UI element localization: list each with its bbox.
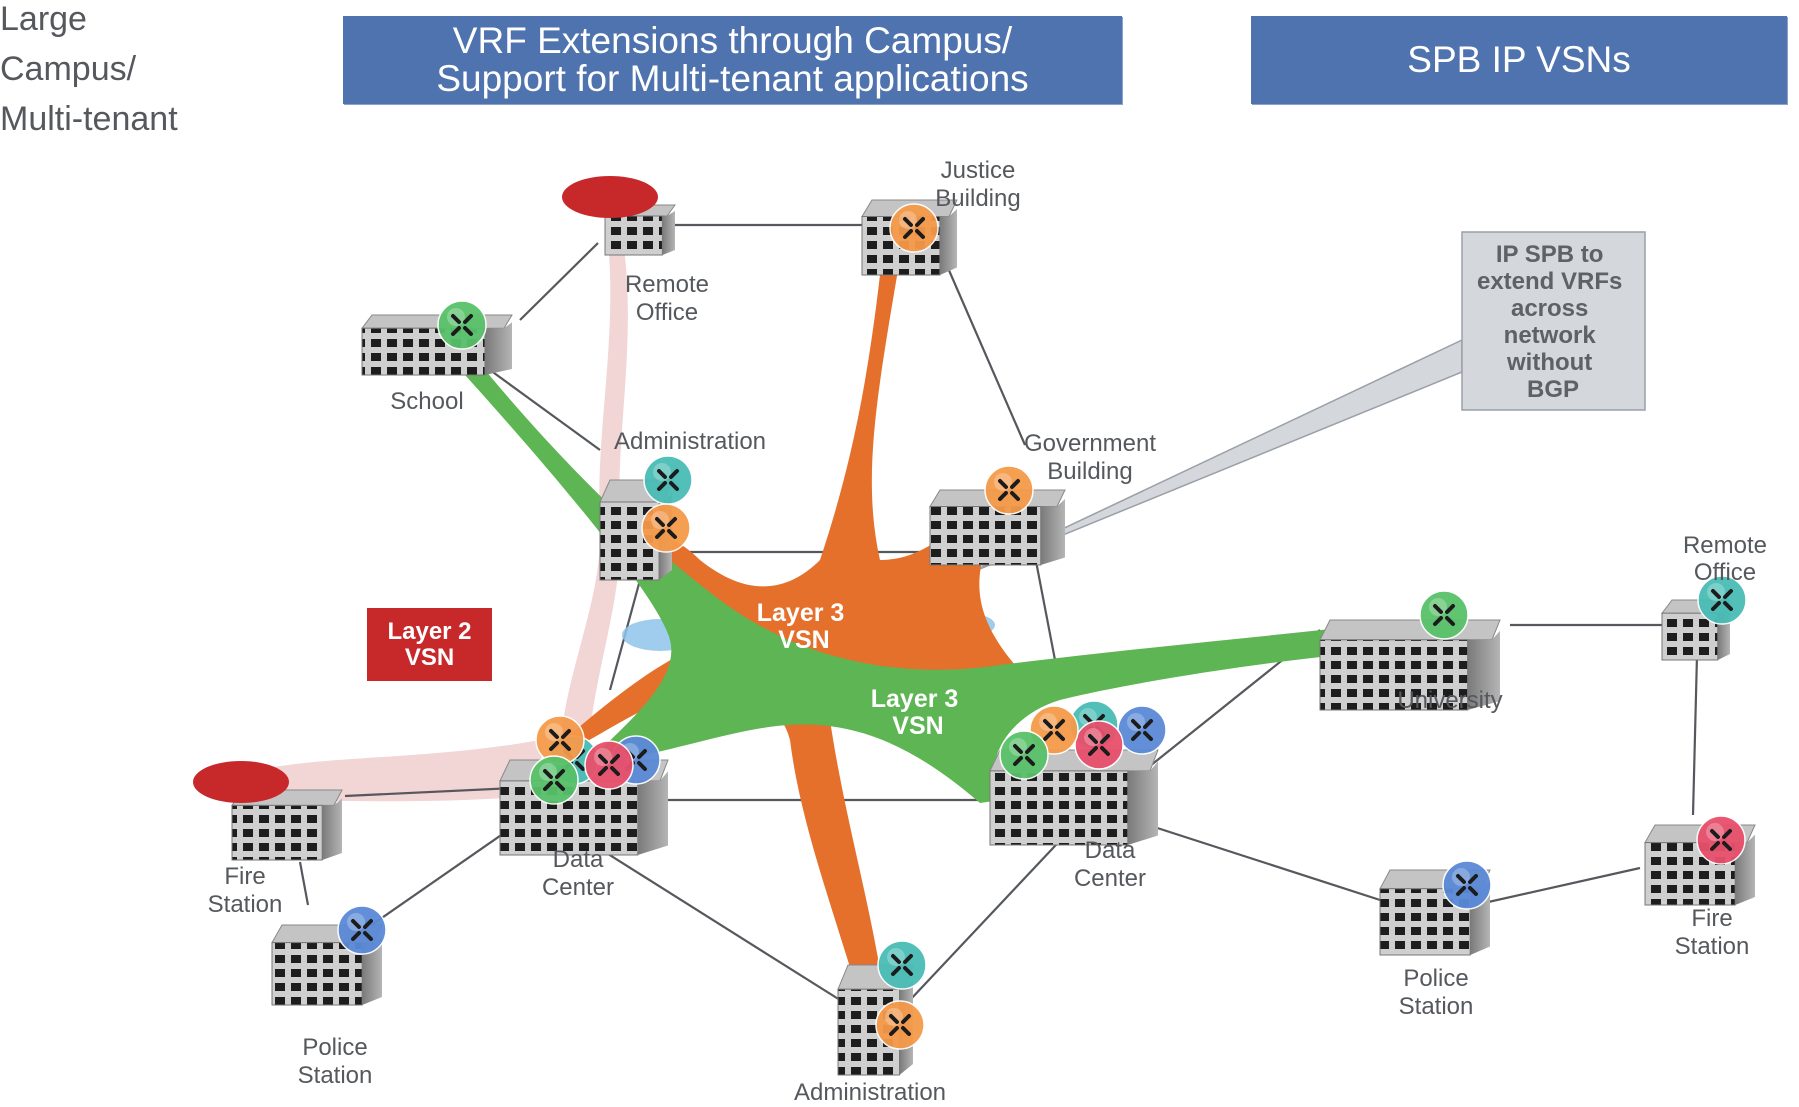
network-links (298, 223, 1699, 1001)
spb-ip-vsns-banner: SPB IP VSNs (1251, 16, 1787, 104)
router-icon (877, 940, 927, 990)
vrf-extensions-banner: VRF Extensions through Campus/ Support f… (343, 16, 1122, 104)
router-icon (1074, 720, 1124, 770)
building-icon (271, 942, 363, 1006)
link (344, 786, 516, 798)
layer2-endpoint-icon (193, 761, 289, 803)
building-icon (929, 506, 1042, 566)
link (569, 829, 841, 1001)
router-icon (337, 905, 387, 955)
building-fire-station-right (1644, 815, 1756, 906)
scenario-title-line: Multi-tenant (0, 100, 178, 138)
banner-line: SPB IP VSNs (1407, 39, 1631, 80)
layer3-vsn-orange (570, 228, 1015, 1000)
building-administration-top (599, 455, 693, 581)
layer2-badge-line: VSN (404, 643, 455, 671)
layer3-vsn-green-label: Layer 3 VSN (871, 685, 966, 740)
link (298, 861, 310, 906)
building-icon (1319, 639, 1469, 711)
building-data-center-right (989, 700, 1167, 846)
scenario-title-line: Campus/ (0, 50, 137, 88)
router-icon (1117, 705, 1167, 755)
layer3-vsn-green (465, 370, 1340, 803)
node-label-administration-bottom: Administration (794, 1079, 946, 1106)
router-icon (889, 203, 939, 253)
callout-text: IP SPB to extend VRFs across network wit… (1477, 241, 1629, 403)
scenario-title: Large Campus/ Multi-tenant (0, 0, 178, 144)
layer2-path-fire-to-datacenter (258, 740, 545, 802)
building-university (1319, 590, 1501, 711)
router-icon (1696, 815, 1746, 865)
building-fire-station-left (193, 761, 343, 861)
link (1474, 866, 1641, 907)
layer2-badge-line: Layer 2 (387, 617, 472, 645)
layer2-vsn-paths (258, 222, 628, 802)
building-police-station-left (271, 905, 387, 1006)
banner-line: Support for Multi-tenant applications (436, 58, 1029, 99)
router-icon (584, 740, 634, 790)
building-remote-office-top (562, 176, 676, 256)
banner-line: VRF Extensions through Campus/ (452, 20, 1013, 61)
building-icon (231, 804, 323, 861)
router-icon (875, 1000, 925, 1050)
building-remote-office-right (1660, 575, 1747, 661)
link (909, 829, 1071, 1001)
link (1691, 654, 1699, 816)
router-icon (999, 730, 1049, 780)
layer2-path-remote-to-datacenter (560, 222, 628, 760)
router-icon (437, 300, 487, 350)
layer2-endpoint-icon (562, 176, 658, 218)
router-icon (535, 715, 585, 765)
node-label-administration-top: Administration (614, 428, 766, 455)
node-label-university: University (1397, 687, 1502, 714)
building-icon (1661, 612, 1719, 661)
router-icon (1442, 860, 1492, 910)
router-icon (643, 455, 693, 505)
building-administration-bottom (837, 940, 927, 1076)
router-icon (1697, 575, 1747, 625)
link (946, 267, 1027, 446)
layer3-vsn-orange-label: Layer 3 VSN (757, 599, 852, 654)
building-police-station-right (1379, 860, 1492, 956)
building-justice-building (861, 199, 958, 276)
router-icon (641, 503, 691, 553)
buildings (193, 176, 1756, 1076)
router-icon (984, 465, 1034, 515)
scenario-title-line: Large (0, 0, 87, 38)
building-icon (1379, 888, 1471, 956)
router-icon (529, 755, 579, 805)
building-icon (989, 770, 1129, 846)
building-data-center-left (499, 715, 669, 856)
building-icon (604, 215, 663, 256)
link (1147, 823, 1381, 902)
link (519, 242, 599, 321)
callout-box: IP SPB to extend VRFs across network wit… (1461, 231, 1646, 411)
node-label-school: School (390, 388, 463, 415)
building-government-building (929, 465, 1066, 566)
building-school (360, 300, 513, 376)
layer2-vsn-badge: Layer 2 VSN (367, 608, 492, 681)
router-icon (1419, 590, 1469, 640)
link (489, 369, 601, 451)
